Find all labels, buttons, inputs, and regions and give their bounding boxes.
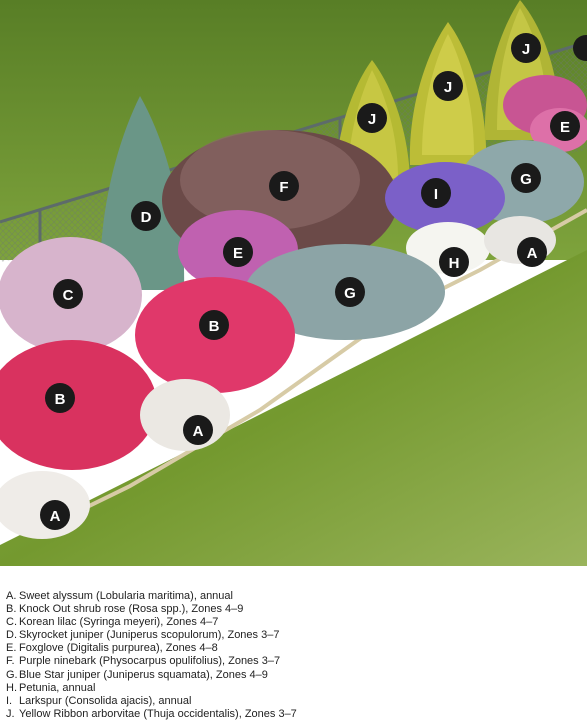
svg-text:A: A — [50, 508, 61, 525]
legend-text: Sweet alyssum (Lobularia maritima), annu… — [19, 590, 233, 602]
svg-text:D: D — [141, 209, 152, 226]
marker-j-4 — [573, 35, 587, 61]
svg-text:B: B — [55, 391, 66, 408]
svg-text:E: E — [233, 245, 243, 262]
svg-text:G: G — [520, 171, 532, 188]
legend-text: Larkspur (Consolida ajacis), annual — [19, 694, 192, 707]
svg-text:A: A — [527, 245, 538, 262]
legend-key: A. — [6, 590, 17, 602]
svg-text:C: C — [63, 287, 74, 304]
legend-item: I. Larkspur (Consolida ajacis), annual — [6, 695, 581, 708]
legend-item: A.Sweet alyssum (Lobularia maritima), an… — [6, 590, 581, 603]
marker-d: D — [131, 201, 161, 231]
svg-text:J: J — [522, 41, 530, 58]
marker-e-1: E — [550, 111, 580, 141]
garden-scene: J J J E G F — [0, 0, 587, 566]
garden-illustration: J J J E G F — [0, 0, 587, 566]
legend-key: I. — [6, 694, 13, 707]
marker-i: I — [421, 178, 451, 208]
legend-item: H.Petunia, annual — [6, 682, 581, 695]
skyrocket-juniper-plant — [99, 96, 185, 290]
legend-item: D.Skyrocket juniper (Juniperus scopuloru… — [6, 629, 581, 642]
legend-item: B.Knock Out shrub rose (Rosa spp.), Zone… — [6, 603, 581, 616]
knock-out-rose-left — [0, 340, 157, 470]
legend-item: G.Blue Star juniper (Juniperus squamata)… — [6, 669, 581, 682]
bed-edging — [39, 208, 587, 532]
sweet-alyssum-middle — [140, 379, 230, 451]
marker-c: C — [53, 279, 83, 309]
legend-text: Korean lilac (Syringa meyeri), Zones 4–7 — [19, 616, 219, 629]
plant-legend: A.Sweet alyssum (Lobularia maritima), an… — [6, 590, 581, 721]
legend-key: C. — [6, 616, 17, 629]
marker-f: F — [269, 171, 299, 201]
legend-key: J. — [6, 707, 15, 720]
legend-key: B. — [6, 603, 17, 616]
legend-item: F. Purple ninebark (Physocarpus opulifoli… — [6, 655, 581, 668]
svg-text:I: I — [434, 186, 438, 203]
svg-text:G: G — [344, 285, 356, 302]
svg-text:B: B — [209, 318, 220, 335]
legend-key: E. — [6, 642, 17, 655]
legend-text: Foxglove (Digitalis purpurea), Zones 4–8 — [19, 642, 218, 655]
legend-key: G. — [6, 668, 18, 681]
marker-b-1: B — [199, 310, 229, 340]
marker-j-2: J — [433, 71, 463, 101]
legend-text: Skyrocket juniper (Juniperus scopulorum)… — [19, 629, 280, 642]
legend-key: D. — [6, 629, 17, 642]
svg-text:F: F — [279, 179, 288, 196]
marker-h: H — [439, 247, 469, 277]
legend-item: E.Foxglove (Digitalis purpurea), Zones 4… — [6, 642, 581, 655]
legend-text: Purple ninebark (Physocarpus opulifolius… — [19, 655, 281, 668]
svg-text:J: J — [444, 79, 452, 96]
svg-text:H: H — [449, 255, 460, 272]
legend-item: C.Korean lilac (Syringa meyeri), Zones 4… — [6, 616, 581, 629]
marker-g-1: G — [511, 163, 541, 193]
front-lawn — [0, 250, 587, 566]
petunia-plant — [406, 222, 490, 274]
marker-a-3: A — [40, 500, 70, 530]
svg-text:A: A — [193, 423, 204, 440]
svg-text:J: J — [368, 111, 376, 128]
legend-text: Knock Out shrub rose (Rosa spp.), Zones … — [19, 603, 244, 616]
legend-text: Petunia, annual — [19, 681, 96, 694]
legend-key: F. — [6, 655, 15, 668]
marker-j-1: J — [511, 33, 541, 63]
legend-key: H. — [6, 681, 17, 694]
marker-b-2: B — [45, 383, 75, 413]
marker-a-1: A — [517, 237, 547, 267]
legend-item: J. Yellow Ribbon arborvitae (Thuja occide… — [6, 708, 581, 721]
legend-text: Yellow Ribbon arborvitae (Thuja occident… — [19, 707, 297, 720]
marker-j-3: J — [357, 103, 387, 133]
marker-e-2: E — [223, 237, 253, 267]
marker-g-2: G — [335, 277, 365, 307]
marker-a-2: A — [183, 415, 213, 445]
legend-text: Blue Star juniper (Juniperus squamata), … — [19, 668, 268, 681]
svg-text:E: E — [560, 119, 570, 136]
plant-markers: J J J E G F — [40, 33, 587, 530]
